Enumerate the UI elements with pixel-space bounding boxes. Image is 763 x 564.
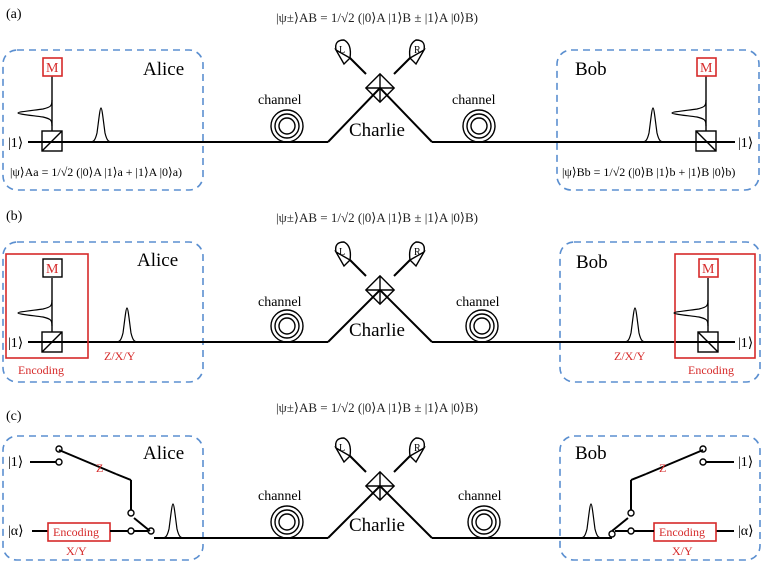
encoding-left: Encoding	[53, 525, 99, 539]
xy-right: X/Y	[672, 544, 693, 558]
measure-label-left: M	[46, 262, 59, 277]
pulse-vertical-left	[17, 99, 53, 127]
channel-right: channel	[458, 489, 502, 504]
top-equation: |ψ±⟩AB = 1/√2 (|0⟩A |1⟩B ± |1⟩A |0⟩B)	[276, 400, 478, 415]
pulse-left	[87, 107, 115, 143]
alice-box	[2, 435, 204, 561]
detector-left: L	[334, 241, 352, 268]
alice-box	[2, 241, 204, 383]
z-left: Z	[96, 461, 103, 475]
fiber-coil-right	[467, 505, 501, 539]
channel-right: channel	[452, 93, 496, 108]
state-right: |ψ⟩Bb = 1/√2 (|0⟩B |1⟩b + |1⟩B |0⟩b)	[562, 165, 735, 179]
charlie-label: Charlie	[349, 320, 405, 341]
top-equation: |ψ±⟩AB = 1/√2 (|0⟩A |1⟩B ± |1⟩A |0⟩B)	[276, 10, 478, 25]
detector-left: L	[334, 437, 352, 464]
xy-left: X/Y	[66, 544, 87, 558]
z-right: Z	[659, 461, 666, 475]
alice-label: Alice	[137, 250, 178, 271]
encoding-right: Encoding	[659, 525, 705, 539]
panel-c: (c) |ψ±⟩AB = 1/√2 (|0⟩A |1⟩B ± |1⟩A |0⟩B…	[2, 400, 761, 561]
encoding-frame-left	[5, 253, 89, 359]
panel-b: (b) |ψ±⟩AB = 1/√2 (|0⟩A |1⟩B ± |1⟩A |0⟩B…	[2, 209, 761, 383]
basis-right: Z/X/Y	[614, 349, 646, 363]
charlie-bs	[349, 57, 411, 104]
bob-label: Bob	[575, 443, 607, 464]
measure-label-left: M	[46, 61, 59, 76]
fiber-coil-left	[270, 505, 304, 539]
measure-label-right: M	[700, 61, 713, 76]
encoding-frame-right	[674, 253, 756, 359]
bob-box	[559, 241, 761, 383]
panel-label: (a)	[6, 7, 22, 22]
coherent-right: |α⟩	[738, 524, 754, 539]
state-left: |ψ⟩Aa = 1/√2 (|0⟩A |1⟩a + |1⟩A |0⟩a)	[10, 165, 182, 179]
charlie-label: Charlie	[349, 120, 405, 141]
panel-a: (a) |ψ±⟩AB = 1/√2 (|0⟩A |1⟩B ± |1⟩A |0⟩B…	[2, 7, 760, 191]
encoding-left: Encoding	[18, 363, 64, 377]
svg-text:L: L	[339, 45, 345, 56]
coherent-left: |α⟩	[8, 524, 24, 539]
panel-label: (b)	[6, 209, 23, 224]
input-left: |1⟩	[8, 136, 23, 151]
fiber-coil-left	[270, 309, 304, 343]
encoding-right: Encoding	[688, 363, 734, 377]
bob-label: Bob	[575, 59, 607, 80]
charlie-bs	[349, 455, 411, 502]
svg-text:R: R	[414, 443, 421, 454]
fiber-coil-right	[465, 309, 499, 343]
pulse-right	[639, 107, 667, 143]
input-left: |1⟩	[8, 336, 23, 351]
detector-right: R	[408, 241, 426, 268]
fiber-coil-left	[270, 109, 304, 143]
alice-label: Alice	[143, 59, 184, 80]
charlie-label: Charlie	[349, 515, 405, 536]
detector-right: R	[408, 39, 426, 66]
input-left: |1⟩	[8, 455, 23, 470]
channel-left: channel	[258, 295, 302, 310]
channel-left: channel	[258, 93, 302, 108]
alice-label: Alice	[143, 443, 184, 464]
fiber-coil-right	[462, 109, 496, 143]
measure-label-right: M	[702, 262, 715, 277]
measure-box-right	[696, 57, 717, 77]
alice-box	[2, 49, 204, 191]
basis-left: Z/X/Y	[104, 349, 136, 363]
detector-left: L	[334, 39, 352, 66]
measure-box-left	[42, 57, 63, 77]
bob-box	[556, 49, 760, 191]
input-right: |1⟩	[738, 136, 753, 151]
detector-right: R	[408, 437, 426, 464]
bob-label: Bob	[576, 252, 608, 273]
svg-text:R: R	[414, 247, 421, 258]
top-equation: |ψ±⟩AB = 1/√2 (|0⟩A |1⟩B ± |1⟩A |0⟩B)	[276, 210, 478, 225]
charlie-bs	[349, 259, 411, 306]
input-right: |1⟩	[738, 336, 753, 351]
svg-text:R: R	[414, 45, 421, 56]
input-right: |1⟩	[738, 455, 753, 470]
channel-left: channel	[258, 489, 302, 504]
svg-text:L: L	[339, 443, 345, 454]
svg-text:L: L	[339, 247, 345, 258]
channel-right: channel	[456, 295, 500, 310]
panel-label: (c)	[6, 409, 22, 424]
pulse-vertical-right	[671, 99, 707, 127]
bob-box	[559, 435, 761, 561]
